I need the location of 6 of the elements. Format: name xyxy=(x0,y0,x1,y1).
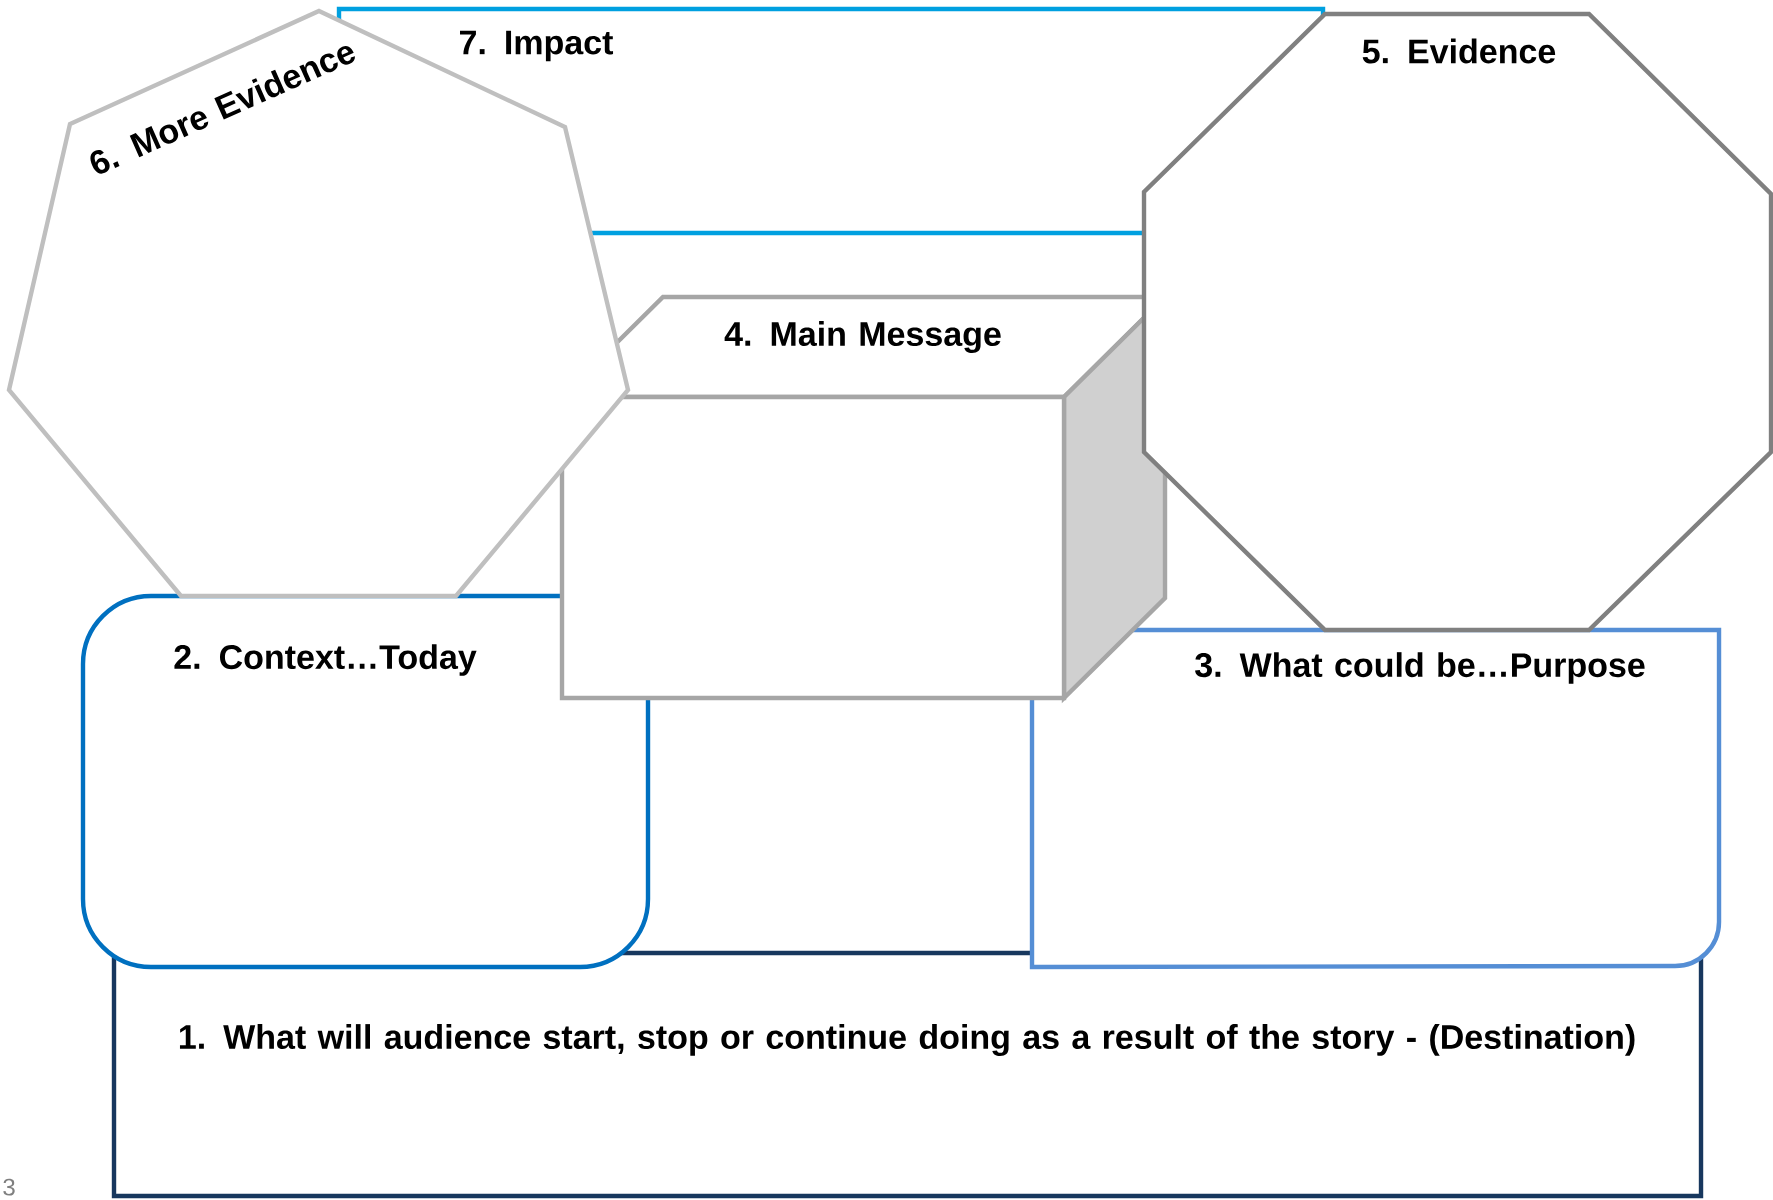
node-label: 4. Main Message xyxy=(724,321,1001,353)
rounded-box: 2. Context…Today xyxy=(80,593,651,970)
octagon: 5. Evidence xyxy=(1141,11,1773,633)
rounded-box: 3. What could be…Purpose xyxy=(1029,627,1722,970)
destination-box: 1. What will audience start, stop or continue doing as a result of the story - (Destination) xyxy=(111,950,1704,1199)
page-number: 3 xyxy=(3,1178,15,1196)
